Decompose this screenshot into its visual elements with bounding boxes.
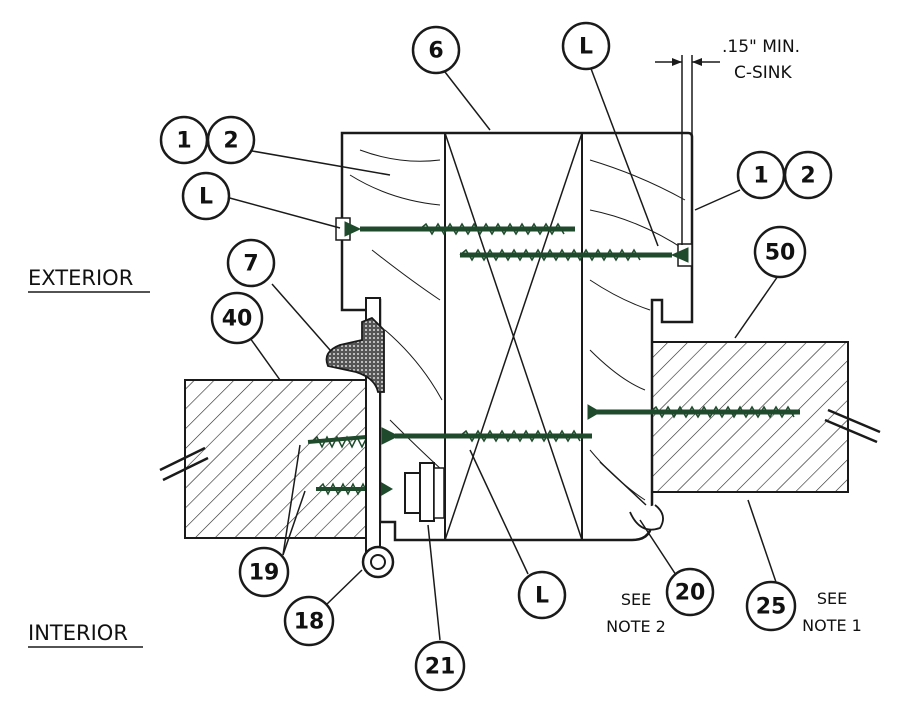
see-note2-line2: NOTE 2 [606, 617, 666, 636]
callout-21: 21 [414, 640, 466, 692]
callout-19: 19 [238, 546, 290, 598]
callout-7: 7 [226, 238, 276, 288]
masonry-left [159, 379, 376, 539]
callout-1-right-text: 1 [753, 164, 768, 189]
callout-21-text: 21 [425, 655, 456, 680]
csink-label-line2: C-SINK [734, 63, 793, 83]
weatherstrip [325, 316, 385, 393]
sealant-bead [599, 461, 664, 531]
see-note1-line2: NOTE 1 [802, 616, 862, 635]
interior-label: INTERIOR [28, 621, 128, 645]
callout-l-top: L [561, 21, 611, 71]
screw-middle [381, 427, 592, 445]
masonry-right [647, 341, 881, 493]
callout-25-text: 25 [756, 595, 787, 620]
screw-top-right [459, 247, 689, 263]
callout-1-top-text: 1 [176, 129, 191, 154]
callout-19-text: 19 [249, 561, 280, 586]
exterior-label: EXTERIOR [28, 266, 133, 290]
callout-40: 40 [210, 291, 264, 345]
callout-l-bottom: L [517, 570, 567, 620]
callout-6: 6 [411, 25, 461, 75]
csink-label-line1: .15" MIN. [722, 37, 800, 57]
callout-25: 25 [745, 580, 797, 632]
callout-7-text: 7 [243, 252, 258, 277]
callout-20-text: 20 [675, 581, 706, 606]
callout-18-text: 18 [294, 610, 325, 635]
callout-2-right: 2 [783, 150, 833, 200]
callout-2-right-text: 2 [800, 164, 815, 189]
callout-50-text: 50 [765, 241, 796, 266]
screw-right-masonry [587, 404, 800, 420]
callout-l-left: L [181, 171, 231, 221]
bracket-21 [404, 462, 446, 522]
callout-40-text: 40 [222, 307, 253, 332]
callout-1-right: 1 [736, 150, 786, 200]
callout-l-top-text: L [579, 35, 593, 60]
see-note1-line1: SEE [817, 589, 847, 608]
callout-l-bottom-text: L [535, 584, 549, 609]
callout-50: 50 [753, 225, 807, 279]
callout-1-top: 1 [159, 115, 209, 165]
leader-lines [225, 65, 779, 641]
callout-2-top: 2 [206, 115, 256, 165]
callout-18: 18 [283, 595, 335, 647]
screw-top-left [344, 221, 575, 237]
see-note2-line1: SEE [621, 590, 651, 609]
callout-l-left-text: L [199, 185, 213, 210]
callout-2-top-text: 2 [223, 129, 238, 154]
csink-dimension [655, 55, 720, 245]
callout-6-text: 6 [428, 39, 443, 64]
callout-20: 20 [665, 567, 715, 617]
